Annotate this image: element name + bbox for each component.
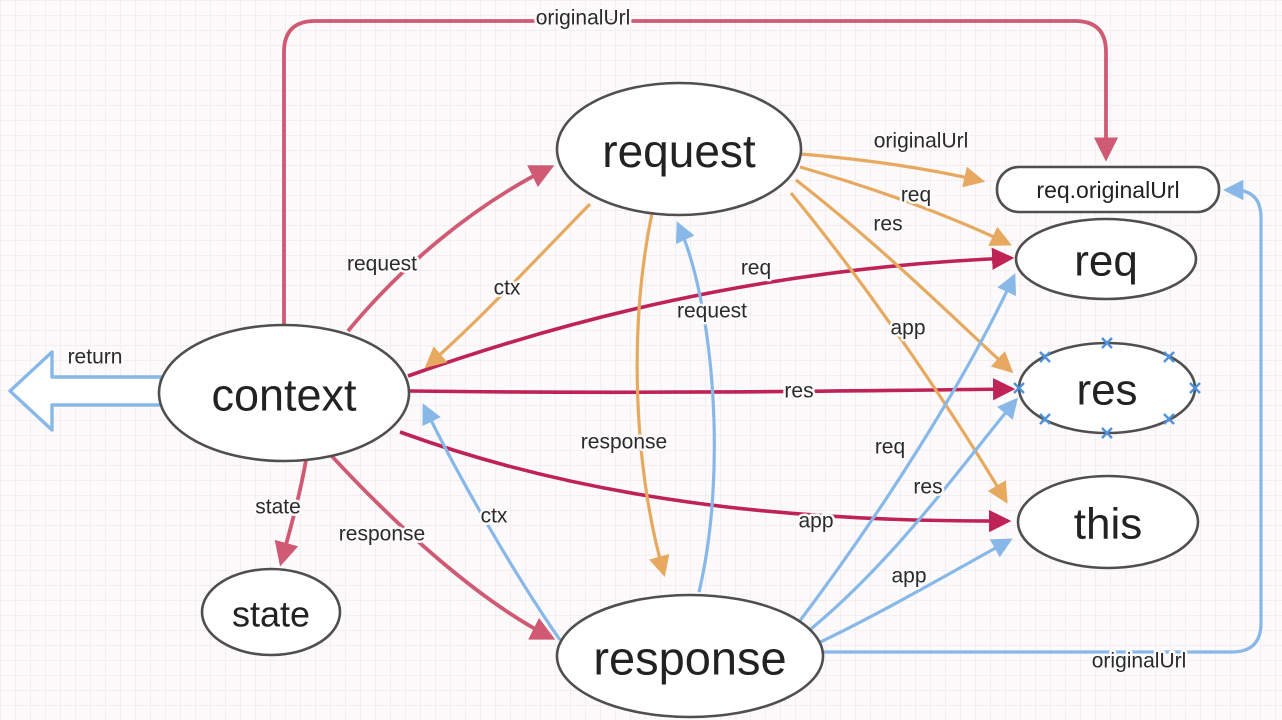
request-label: request xyxy=(602,125,756,177)
edge-response-req[interactable] xyxy=(794,273,1016,627)
edge-request-ctx[interactable] xyxy=(424,202,592,369)
state-ellipse xyxy=(200,567,342,657)
edge-label-request-response: response xyxy=(581,431,667,454)
edge-label-response-request: request xyxy=(677,300,747,323)
edge-context-response[interactable] xyxy=(326,450,556,640)
edge-label-context-req: req xyxy=(741,257,771,280)
node-req[interactable]: req xyxy=(1014,217,1198,301)
req-ellipse xyxy=(1014,217,1198,301)
state-label: state xyxy=(232,594,310,635)
edge-label-context-state: state xyxy=(255,496,301,519)
node-context[interactable]: context xyxy=(157,323,411,463)
edge-label-return: return xyxy=(68,346,123,369)
req-originalurl-label: req.originalUrl xyxy=(1036,177,1179,203)
req-originalurl-stadium xyxy=(995,165,1221,214)
edge-context-originalurl[interactable] xyxy=(282,19,1119,327)
edge-label-context-app: app xyxy=(798,510,833,533)
edge-context-res[interactable] xyxy=(408,378,1016,401)
edge-response-ctx[interactable] xyxy=(422,403,562,641)
edge-label-context-response: response xyxy=(339,523,425,546)
edge-response-originalurl[interactable] xyxy=(820,179,1263,654)
res-label: res xyxy=(1076,366,1137,415)
request-ellipse xyxy=(555,81,803,217)
node-state[interactable]: state xyxy=(200,567,342,657)
node-res[interactable]: res xyxy=(1013,337,1201,439)
edge-request-response[interactable] xyxy=(635,212,670,578)
edge-label-response-originalurl: originalUrl xyxy=(1092,650,1187,673)
node-req-originalurl[interactable]: req.originalUrl xyxy=(995,165,1221,214)
req-label: req xyxy=(1074,237,1138,286)
edge-context-request[interactable] xyxy=(346,165,555,333)
edge-label-request-app: app xyxy=(890,317,925,340)
edge-label-request-ctx: ctx xyxy=(494,277,521,300)
edge-labels-layer: originalUrl request req res app state re… xyxy=(65,4,1189,675)
edge-label-request-originalurl: originalUrl xyxy=(874,130,969,153)
edge-label-context-originalurl: originalUrl xyxy=(536,7,631,30)
node-request[interactable]: request xyxy=(555,81,803,217)
edge-label-response-ctx: ctx xyxy=(481,505,508,528)
edge-label-context-res: res xyxy=(784,380,813,403)
edge-response-res[interactable] xyxy=(800,397,1018,639)
node-response[interactable]: response xyxy=(555,593,825,719)
edge-request-req[interactable] xyxy=(799,165,1012,246)
edge-request-app[interactable] xyxy=(789,191,1008,504)
edge-request-res[interactable] xyxy=(795,178,1014,374)
response-label: response xyxy=(593,632,786,685)
edge-response-request[interactable] xyxy=(675,221,716,593)
edge-label-response-app: app xyxy=(891,565,926,588)
edge-label-request-req: req xyxy=(901,184,931,207)
node-this[interactable]: this xyxy=(1016,474,1200,570)
edge-label-request-res: res xyxy=(873,213,902,236)
edge-label-response-res: res xyxy=(913,476,942,499)
context-ellipse xyxy=(157,323,411,463)
this-ellipse xyxy=(1016,474,1200,570)
response-ellipse xyxy=(555,593,825,719)
edge-context-app[interactable] xyxy=(399,430,1012,533)
this-label: this xyxy=(1074,500,1142,549)
edge-response-app[interactable] xyxy=(807,538,1013,650)
edge-context-req[interactable] xyxy=(407,247,1015,378)
res-selection-handles xyxy=(1013,337,1201,439)
edge-label-response-req: req xyxy=(875,436,905,459)
edge-context-state[interactable] xyxy=(274,459,308,567)
edge-request-originalurl[interactable] xyxy=(800,152,986,188)
edges-layer xyxy=(274,19,1263,654)
edge-label-context-request: request xyxy=(347,253,417,276)
context-label: context xyxy=(211,370,357,421)
